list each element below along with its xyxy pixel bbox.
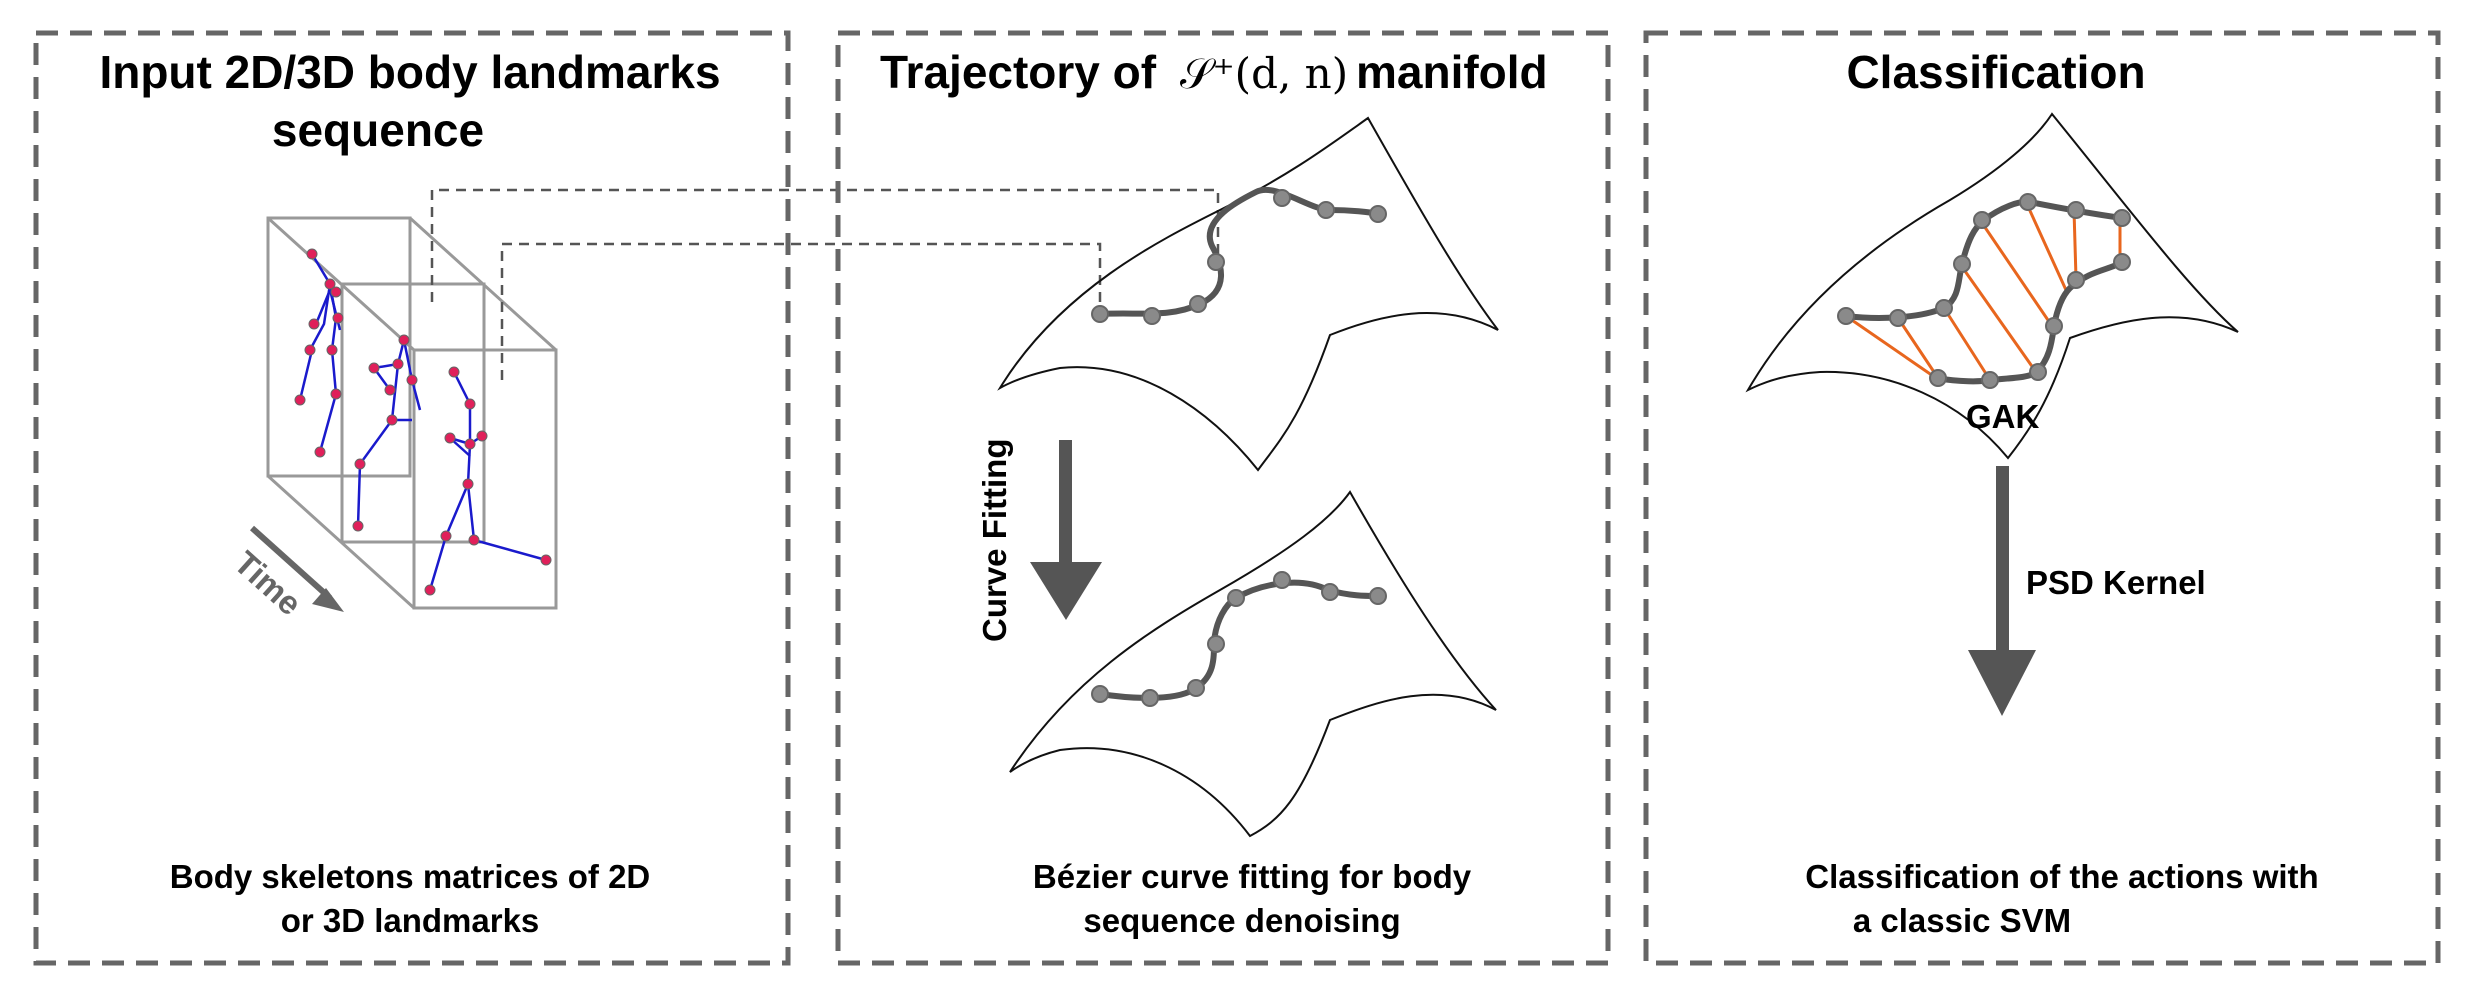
psd-kernel-arrow bbox=[1968, 466, 2036, 716]
panel-2-title-prefix: Trajectory of bbox=[880, 46, 1157, 98]
panel-2-title-suffix: manifold bbox=[1356, 46, 1548, 98]
curve-fitting-arrow bbox=[1030, 440, 1102, 620]
manifold-top bbox=[997, 116, 1499, 472]
panel-3-border bbox=[1643, 30, 2441, 966]
curve-bottom bbox=[1091, 571, 1387, 707]
frame-front bbox=[412, 348, 558, 610]
gak-links bbox=[1845, 201, 2122, 381]
curve-fitting-label: Curve Fitting bbox=[976, 439, 1013, 643]
skeleton-back bbox=[294, 248, 344, 458]
panel-2-border bbox=[835, 30, 1611, 966]
skeleton-front bbox=[424, 366, 552, 596]
panel-2-caption-line-1: Bézier curve fitting for body bbox=[1033, 858, 1472, 895]
panel-1-title-line-2: sequence bbox=[272, 104, 484, 156]
frame-stack bbox=[266, 216, 558, 610]
panel-1-title-line-1: Input 2D/3D body landmarks bbox=[99, 46, 720, 98]
panel-1-caption-line-1: Body skeletons matrices of 2D bbox=[170, 858, 651, 895]
manifold-classification bbox=[1745, 112, 2239, 460]
panel-3-caption-line-1: Classification of the actions with bbox=[1805, 858, 2318, 895]
panel-1-border bbox=[33, 30, 791, 966]
panel-2-title-math: 𝒮⁺(d, n) bbox=[1180, 49, 1348, 98]
manifold-bottom bbox=[1009, 490, 1497, 838]
panel-3-title: Classification bbox=[1846, 46, 2145, 98]
skeleton-middle bbox=[352, 334, 422, 532]
panel-3-caption-line-2: a classic SVM bbox=[1853, 902, 2071, 939]
psd-kernel-label: PSD Kernel bbox=[2026, 564, 2206, 601]
connector-lines bbox=[430, 188, 1220, 380]
curve-series-a bbox=[1837, 193, 2131, 327]
time-label: Time bbox=[227, 544, 309, 623]
panel-1-caption-line-2: or 3D landmarks bbox=[281, 902, 540, 939]
panel-2-caption-line-2: sequence denoising bbox=[1083, 902, 1400, 939]
frame-back bbox=[266, 216, 412, 478]
time-arrow bbox=[249, 525, 344, 612]
panel-2-title: Trajectory of 𝒮⁺(d, n) manifold bbox=[880, 46, 1548, 98]
gak-label: GAK bbox=[1966, 398, 2040, 435]
curve-series-b bbox=[1929, 253, 2131, 389]
curve-top bbox=[1091, 187, 1387, 325]
